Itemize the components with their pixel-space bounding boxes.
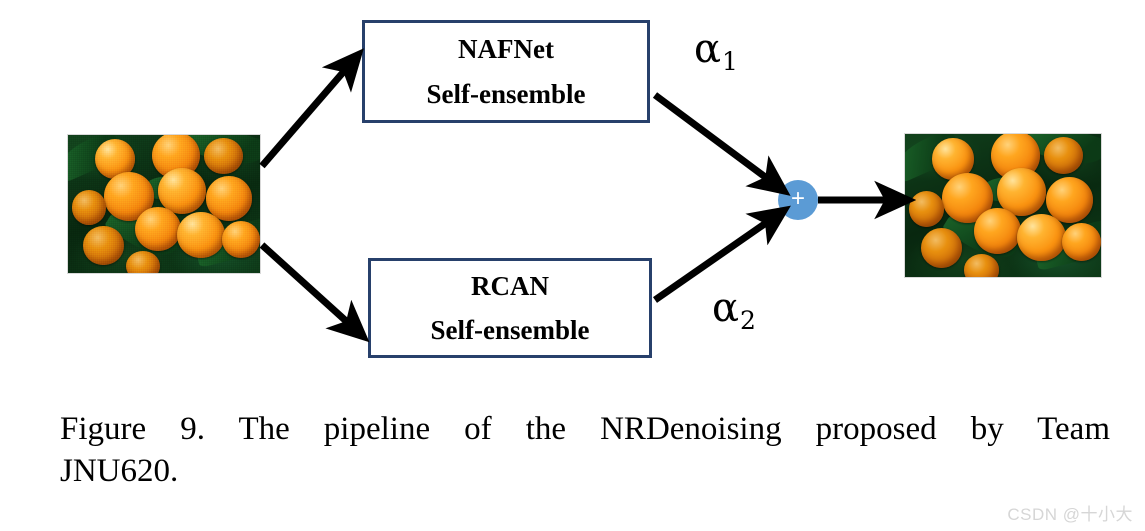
output-denoised-image bbox=[905, 134, 1101, 277]
orange-fruit bbox=[1044, 136, 1084, 175]
nafnet-module-box[interactable]: NAFNet Self-ensemble bbox=[362, 20, 650, 123]
orange-fruit bbox=[908, 191, 945, 227]
alpha-1-symbol: α bbox=[694, 26, 722, 72]
nafnet-title: NAFNet bbox=[458, 34, 554, 65]
orange-fruit bbox=[125, 250, 161, 273]
arrow-input-to-rcan bbox=[259, 242, 370, 343]
plus-icon: + bbox=[790, 185, 805, 212]
orange-fruit bbox=[1046, 176, 1094, 223]
alpha-1-weight-label: α1 bbox=[694, 29, 738, 74]
alpha-2-symbol: α bbox=[712, 285, 740, 331]
arrow-nafnet-to-sum bbox=[652, 92, 791, 196]
rcan-module-box[interactable]: RCAN Self-ensemble bbox=[368, 258, 652, 358]
rcan-subtitle: Self-ensemble bbox=[430, 315, 590, 345]
orange-fruit bbox=[1016, 214, 1066, 262]
caption-line-2: JNU620. bbox=[60, 453, 179, 490]
orange-fruit bbox=[135, 206, 182, 251]
nafnet-subtitle: Self-ensemble bbox=[426, 78, 586, 109]
orange-fruit bbox=[963, 254, 1000, 277]
arrow-input-to-nafnet bbox=[259, 48, 364, 169]
orange-fruit bbox=[71, 190, 107, 225]
orange-fruit bbox=[997, 168, 1047, 216]
orange-fruit bbox=[83, 226, 124, 265]
csdn-watermark: CSDN @十小大 bbox=[1007, 505, 1133, 524]
weighted-sum-node[interactable]: + bbox=[778, 180, 818, 220]
rcan-title: RCAN bbox=[471, 270, 549, 301]
orange-fruit bbox=[177, 212, 226, 258]
orange-fruit bbox=[221, 220, 260, 258]
orange-fruit bbox=[158, 168, 207, 214]
caption-line-1: Figure 9. The pipeline of the NRDenoisin… bbox=[60, 411, 1110, 447]
alpha-1-subscript: 1 bbox=[722, 46, 738, 76]
figure-caption: Figure 9. The pipeline of the NRDenoisin… bbox=[60, 408, 1110, 492]
alpha-2-weight-label: α2 bbox=[712, 288, 756, 333]
orange-fruit bbox=[1061, 222, 1101, 262]
orange-fruit bbox=[920, 228, 962, 269]
orange-fruit bbox=[204, 137, 243, 174]
orange-fruit bbox=[973, 208, 1021, 255]
alpha-2-subscript: 2 bbox=[740, 305, 756, 335]
input-noisy-image bbox=[68, 135, 260, 273]
orange-fruit bbox=[206, 176, 253, 221]
